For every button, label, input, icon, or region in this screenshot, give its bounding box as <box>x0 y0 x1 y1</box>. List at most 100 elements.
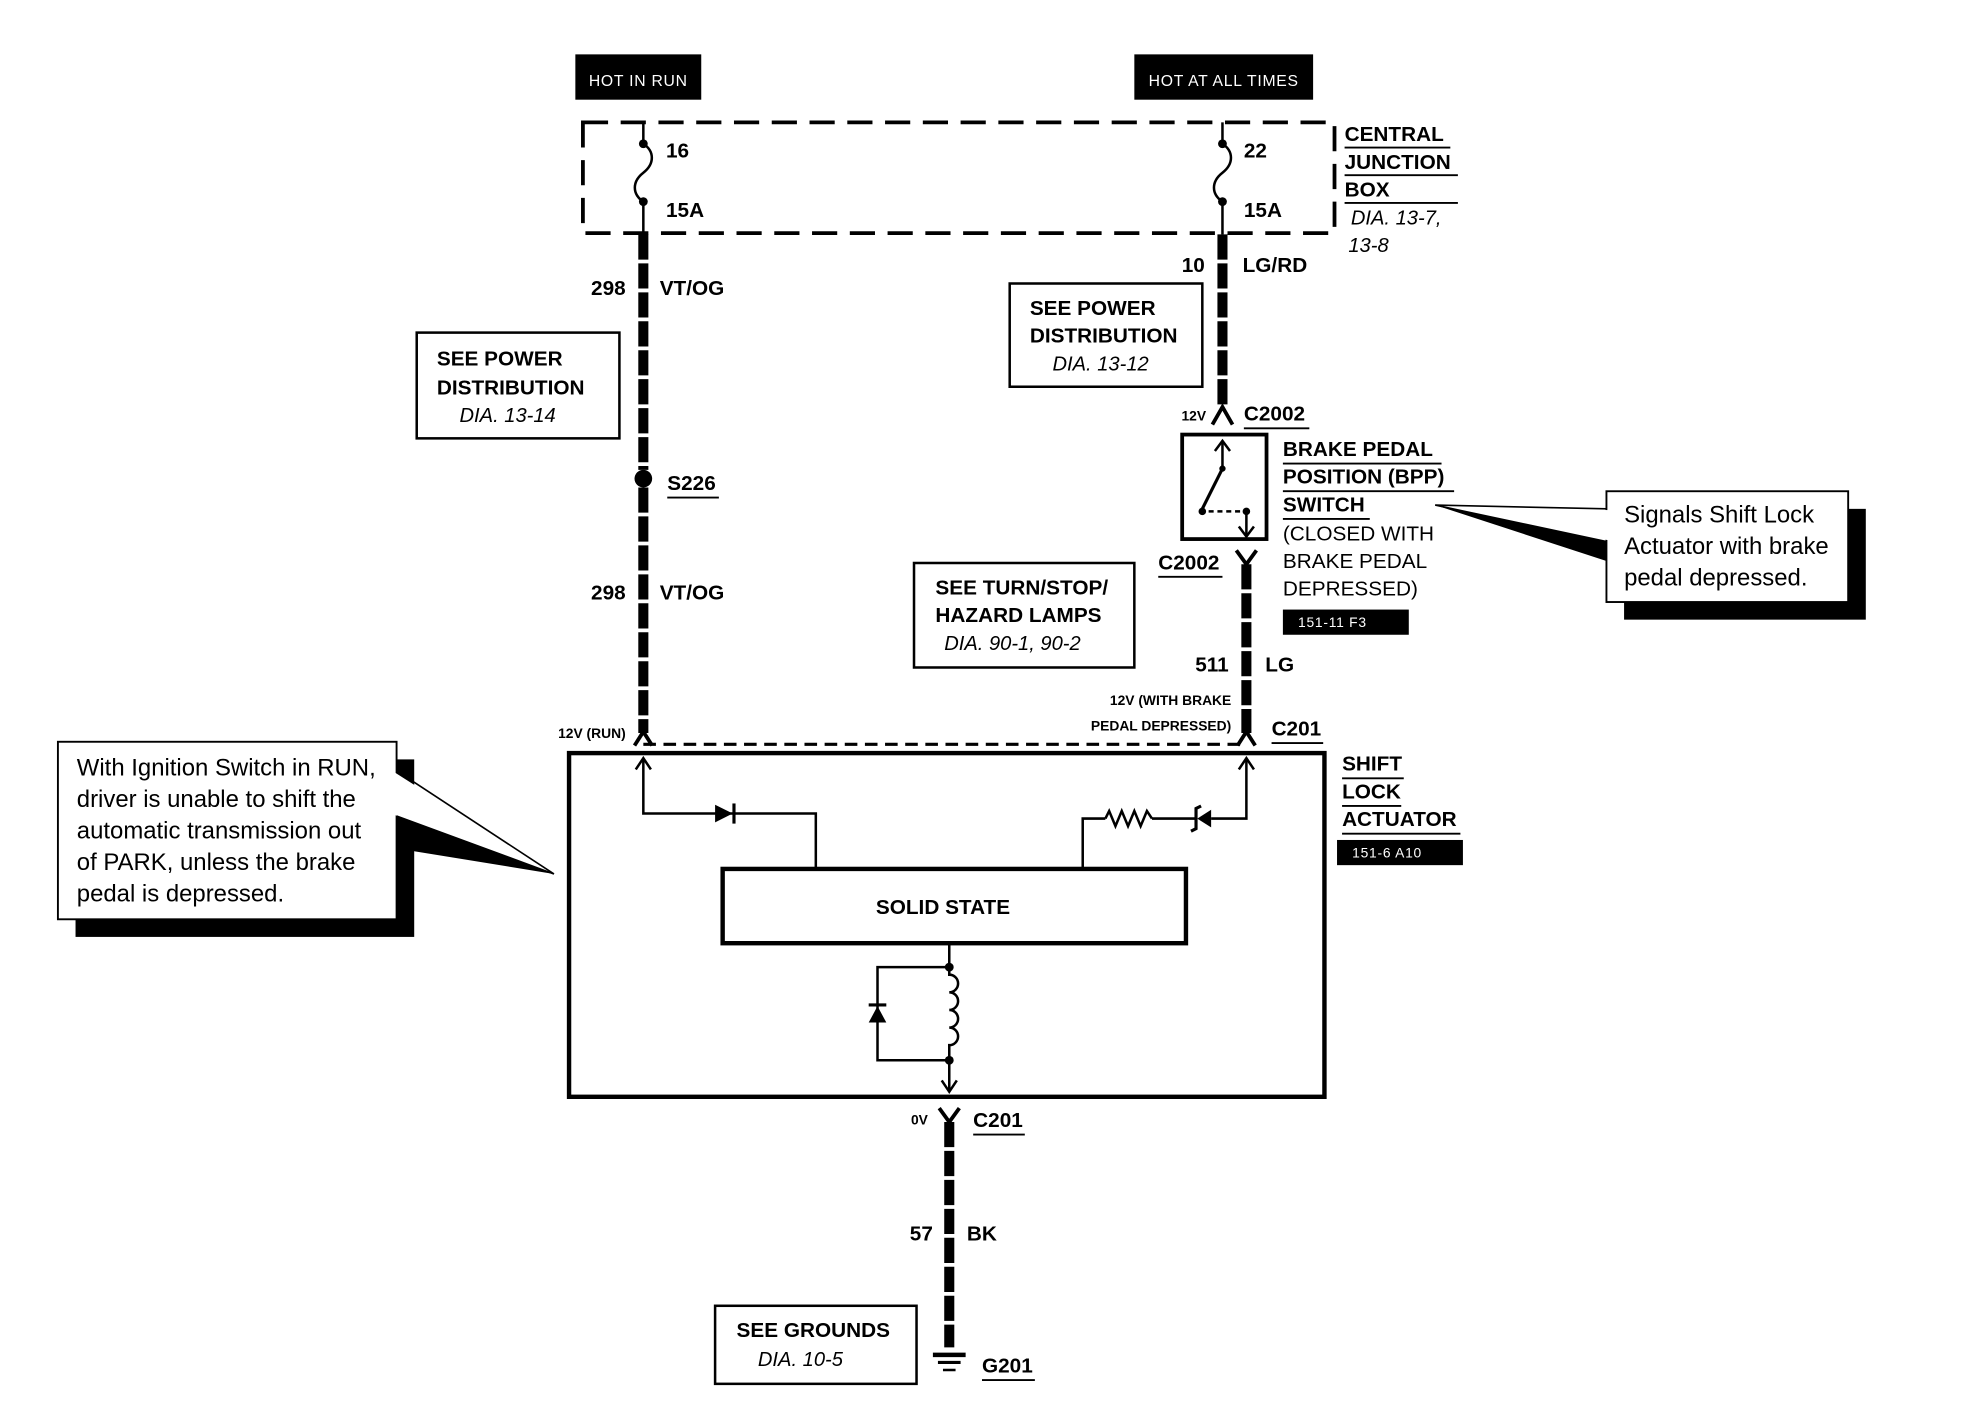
central-junction-box-title: CENTRAL JUNCTION BOX DIA. 13-7, 13-8 <box>1345 123 1458 257</box>
wire-10-circuit: 10 <box>1182 254 1205 277</box>
bpp-switch-output-arrow-icon <box>1237 525 1255 539</box>
ref-box-turn-stop-hazard-line-2: HAZARD LAMPS <box>935 604 1101 627</box>
ref-box-turn-stop-hazard-ref: DIA. 90-1, 90-2 <box>944 633 1080 655</box>
solid-state-module <box>720 866 1189 946</box>
actuator-diode-icon <box>715 804 733 823</box>
shift-lock-actuator-location-code: 151-6 A10 <box>1352 845 1422 861</box>
cjb-diagram-ref-2: 13-8 <box>1348 235 1389 257</box>
ref-box-power-distribution-right-line-1: SEE POWER <box>1030 297 1156 320</box>
callout-bpp-signal-line-2: Actuator with brake <box>1624 533 1829 560</box>
callout-bpp-signal-box <box>1605 490 1850 603</box>
bpp-switch-condition-line-2: BRAKE PEDAL <box>1283 550 1427 573</box>
wire-298-upper-circuit: 298 <box>591 277 626 300</box>
callout-bpp-signal-pointer-edge-2 <box>1435 504 1607 543</box>
shift-lock-actuator: SOLID STATE SHIFT LOCK ACTUATOR 151-6 A1… <box>566 750 1463 1100</box>
callout-ignition-line-1: With Ignition Switch in RUN, <box>77 755 376 782</box>
bpp-switch-condition-line-3: DEPRESSED) <box>1283 578 1418 601</box>
callout-ignition: With Ignition Switch in RUN, driver is u… <box>56 740 555 937</box>
wire-511-circuit: 511 <box>1195 653 1229 676</box>
voltage-c2002-label: 12V <box>1181 408 1206 424</box>
bpp-switch-location-code: 151-11 F3 <box>1298 614 1367 630</box>
voltage-run-label: 12V (RUN) <box>558 725 626 741</box>
ref-box-turn-stop-hazard: SEE TURN/STOP/ HAZARD LAMPS DIA. 90-1, 9… <box>912 561 1136 669</box>
bpp-switch-name-line-3: SWITCH <box>1283 493 1365 516</box>
central-junction-box-outline <box>581 120 1337 236</box>
actuator-resistor-output-trace <box>1081 817 1106 869</box>
callout-bpp-signal-line-3: pedal depressed. <box>1624 565 1807 592</box>
ground-g201-label: G201 <box>982 1355 1033 1378</box>
circuit-10: 10 LG/RD 12V C2002 <box>1181 234 1310 430</box>
splice-s226-label: S226 <box>667 472 716 495</box>
connector-c2002-upper-fork-icon <box>1210 403 1235 426</box>
wire-57-circuit: 57 <box>910 1222 933 1245</box>
fuse-16-number: 16 <box>666 140 689 163</box>
splice-s226-dot <box>634 469 653 488</box>
wire-511-color: LG <box>1265 653 1294 676</box>
suppression-diode-icon <box>868 1006 887 1023</box>
fuse-22-element-icon <box>1212 142 1233 203</box>
fuse-22-bottom-terminal <box>1218 197 1227 207</box>
callout-bpp-signal-line-1: Signals Shift Lock <box>1624 502 1814 529</box>
ref-box-grounds-frame <box>713 1304 918 1386</box>
shift-lock-actuator-frame <box>566 750 1327 1100</box>
hot-at-all-times-label-bg <box>1134 54 1314 100</box>
solid-state-module-label: SOLID STATE <box>876 896 1010 919</box>
voltage-brake-label-line-1: 12V (WITH BRAKE <box>1110 692 1231 708</box>
actuator-brake-input-trace <box>1211 758 1248 820</box>
hot-in-run-text: HOT IN RUN <box>589 73 688 90</box>
wire-57-color: BK <box>967 1222 997 1245</box>
fuse-22-rating: 15A <box>1244 199 1282 222</box>
fuse-16: 16 15A <box>633 122 704 235</box>
connector-c201-right-label: C201 <box>1272 717 1322 740</box>
ref-box-power-distribution-right-frame <box>1008 282 1204 388</box>
bpp-switch-condition-line-1: (CLOSED WITH <box>1283 522 1434 545</box>
fuse-22: 22 15A <box>1212 122 1282 235</box>
ref-box-grounds-ref: DIA. 10-5 <box>758 1349 844 1371</box>
cjb-title-line-1: CENTRAL <box>1345 123 1445 146</box>
hot-in-run-label: HOT IN RUN <box>575 54 702 100</box>
shift-lock-actuator-name-line-3: ACTUATOR <box>1342 808 1457 831</box>
callout-ignition-line-3: automatic transmission out <box>77 818 362 845</box>
bpp-switch-blade-icon <box>1200 467 1224 510</box>
wire-298-upper-color: VT/OG <box>660 277 725 300</box>
bpp-switch-name-line-2: POSITION (BPP) <box>1283 466 1445 489</box>
hot-at-all-times-text: HOT AT ALL TIMES <box>1149 73 1299 90</box>
callout-ignition-box <box>56 740 398 921</box>
bpp-switch-frame <box>1180 432 1269 541</box>
bpp-switch-blade-tip <box>1198 507 1207 516</box>
hot-at-all-times-label: HOT AT ALL TIMES <box>1134 54 1314 100</box>
ref-box-power-distribution-right: SEE POWER DISTRIBUTION DIA. 13-12 <box>1008 282 1204 388</box>
ref-box-power-distribution-right-ref: DIA. 13-12 <box>1053 353 1149 375</box>
wire-298-lower-color: VT/OG <box>660 582 725 605</box>
cjb-diagram-ref-1: DIA. 13-7, <box>1351 207 1442 229</box>
voltage-ground-label: 0V <box>911 1111 929 1127</box>
shift-lock-actuator-name-line-1: SHIFT <box>1342 753 1402 776</box>
fuse-16-bottom-terminal <box>638 197 648 207</box>
ref-box-power-distribution-left: SEE POWER DISTRIBUTION DIA. 13-14 <box>415 331 621 440</box>
connector-c201-right-fork-icon <box>1235 728 1257 747</box>
ref-box-power-distribution-left-line-2: DISTRIBUTION <box>437 376 585 399</box>
voltage-brake-label-line-2: PEDAL DEPRESSED) <box>1091 717 1231 733</box>
wire-298-lower-circuit: 298 <box>591 582 626 605</box>
cjb-title-line-2: JUNCTION <box>1345 151 1451 174</box>
ref-box-power-distribution-left-ref: DIA. 13-14 <box>460 405 556 427</box>
ref-box-turn-stop-hazard-frame <box>912 561 1136 669</box>
bpp-switch-name-line-1: BRAKE PEDAL <box>1283 438 1433 461</box>
actuator-resistor-icon <box>1104 807 1154 830</box>
ref-box-power-distribution-left-line-1: SEE POWER <box>437 347 563 370</box>
ref-box-turn-stop-hazard-line-1: SEE TURN/STOP/ <box>935 576 1108 599</box>
circuit-298: 298 VT/OG 298 VT/OG S226 12V (RUN) <box>558 234 725 747</box>
callout-ignition-line-2: driver is unable to shift the <box>77 786 356 813</box>
ref-box-power-distribution-right-line-2: DISTRIBUTION <box>1030 325 1178 348</box>
fuse-16-rating: 15A <box>666 199 704 222</box>
ref-box-grounds: SEE GROUNDS DIA. 10-5 <box>713 1304 918 1386</box>
cjb-title-line-3: BOX <box>1345 179 1390 202</box>
fuse-16-element-icon <box>633 142 654 203</box>
callout-bpp-signal: Signals Shift Lock Actuator with brake p… <box>1435 490 1866 620</box>
bpp-switch-location-code-bg <box>1282 609 1409 635</box>
callout-ignition-pointer-edge-1 <box>396 770 555 875</box>
circuit-511: C2002 511 LG 12V (WITH BRAKE PEDAL DEPRE… <box>1091 549 1324 747</box>
actuator-zener-diode-icon <box>1197 809 1212 828</box>
